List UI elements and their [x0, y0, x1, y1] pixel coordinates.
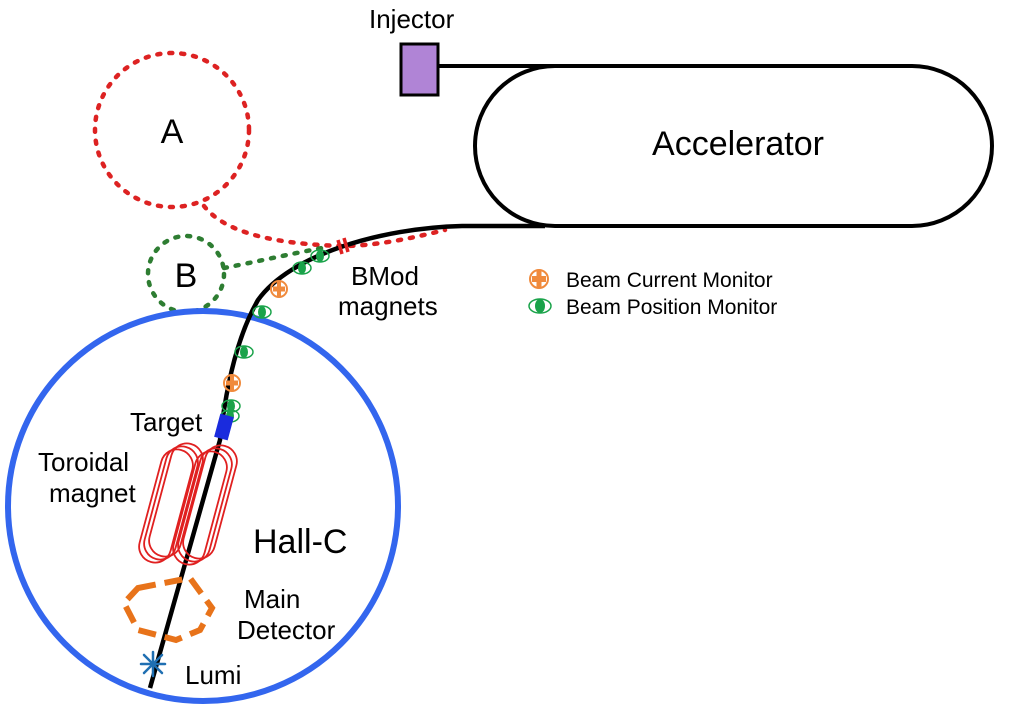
legend-item-label: Beam Current Monitor — [566, 269, 773, 292]
target-label: Target — [130, 407, 203, 437]
main-beamline — [147, 223, 545, 689]
legend-item-label: Beam Position Monitor — [566, 296, 777, 319]
accelerator-label: Accelerator — [652, 125, 824, 163]
bmod-label-line2: magnets — [338, 291, 438, 321]
bpm-icon — [310, 249, 330, 263]
bpm-icon — [292, 261, 312, 275]
bcm-icon — [270, 280, 288, 298]
bpm-icon — [234, 345, 254, 359]
injector-box — [399, 42, 440, 97]
main-detector-ring — [120, 574, 216, 644]
bpm-icon — [252, 305, 272, 319]
main-detector-label-line1: Main — [244, 584, 300, 614]
injector-label: Injector — [369, 4, 455, 34]
accelerator-racetrack — [473, 64, 994, 228]
bmod-label-line1: BMod — [351, 261, 419, 291]
hall-a-beamline — [201, 203, 448, 249]
hall-a-outline — [92, 50, 252, 210]
main-detector-label-line2: Detector — [237, 615, 336, 645]
hall-c-outline — [5, 308, 401, 704]
toroidal-label-line1: Toroidal — [38, 447, 129, 477]
bcm-markers — [223, 280, 288, 392]
bmod-magnets — [336, 237, 350, 255]
beam-position-monitor-icon — [528, 298, 552, 314]
toroidal-label-line2: magnet — [49, 478, 136, 508]
bpm-markers — [220, 249, 330, 423]
lumi-label: Lumi — [185, 660, 241, 690]
hall-a-label: A — [161, 113, 184, 151]
hall-b-label: B — [175, 257, 198, 295]
target-block — [214, 413, 234, 441]
hall-c-label: Hall-C — [253, 523, 347, 561]
lumi-icon — [139, 650, 167, 678]
bcm-icon — [223, 374, 241, 392]
hall-b-beamline — [221, 245, 325, 271]
legend: Beam Current Monitor Beam Position Monit… — [528, 269, 777, 319]
toroidal-magnet — [138, 442, 238, 566]
beam-current-monitor-icon — [529, 269, 549, 289]
